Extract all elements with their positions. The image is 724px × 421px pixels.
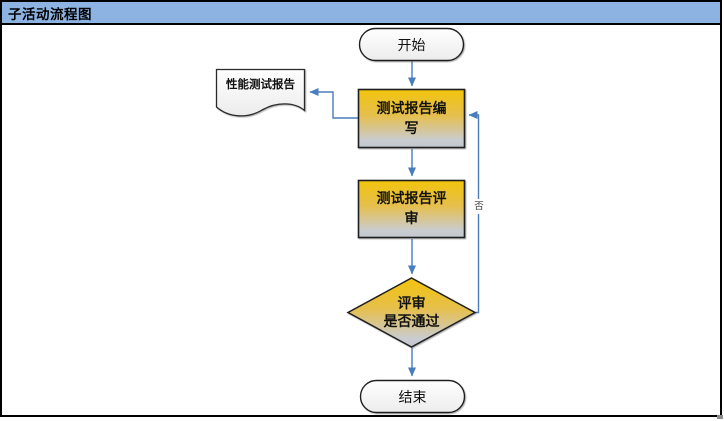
decision-diamond-shape[interactable] [346, 277, 477, 348]
resize-handle[interactable] [717, 415, 723, 419]
edge-write-to-doc [309, 88, 358, 119]
edge-no-label: 否 [471, 199, 487, 214]
process-review-shape[interactable] [357, 179, 466, 239]
process-write-shape[interactable] [357, 88, 466, 149]
end-terminator-shape[interactable] [359, 379, 466, 414]
diagram-title: 子活动流程图 [8, 6, 92, 23]
start-terminator-shape[interactable] [358, 27, 465, 62]
document-shape[interactable] [215, 68, 306, 117]
title-bar: 子活动流程图 [2, 2, 720, 25]
